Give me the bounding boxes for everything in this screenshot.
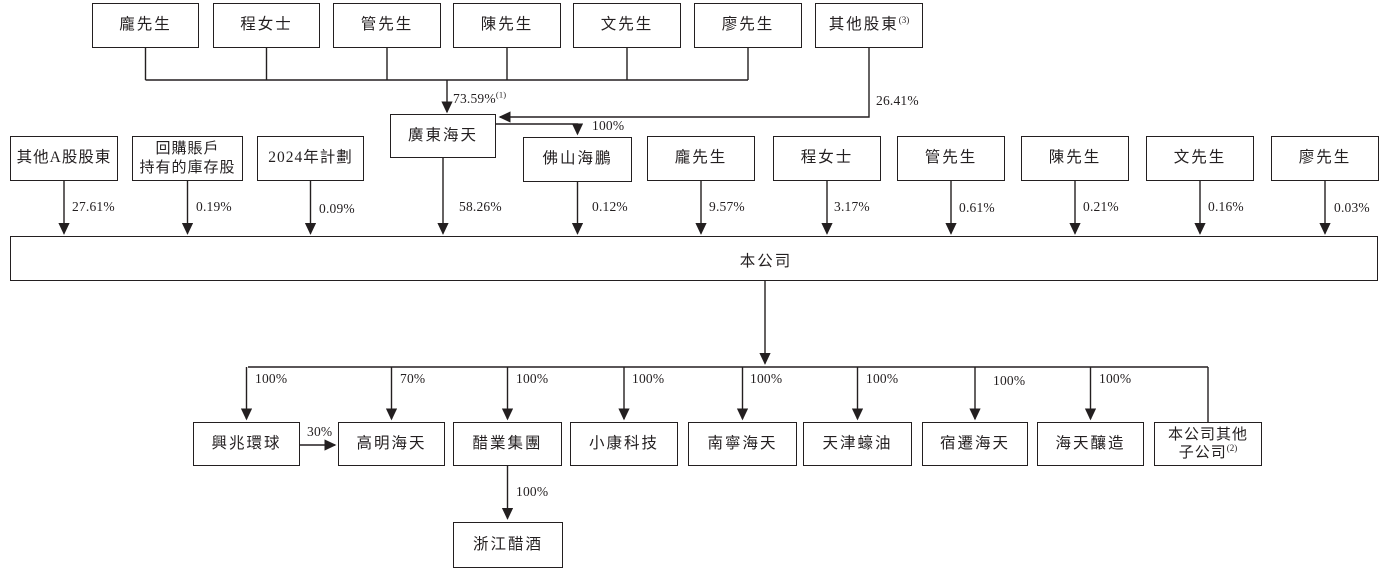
node-suqian-haitian: 宿遷海天: [922, 422, 1028, 466]
pct-2024-plan: 0.09%: [319, 201, 355, 216]
node-mr-wen: 文先生: [1146, 136, 1254, 181]
node-label: 興兆環球: [211, 434, 282, 452]
other-shareholders-to-guangdong: [498, 48, 870, 123]
node-label: 程女士: [240, 16, 293, 34]
node-label: 其他股東: [828, 16, 899, 34]
node-mr-wen-top: 文先生: [573, 3, 681, 48]
pct-xingzhao-to-gaoming: 30%: [307, 424, 333, 439]
pct-haitian-brewing: 100%: [1099, 371, 1132, 386]
pct-vinegar-group: 100%: [516, 371, 549, 386]
node-mr-liao: 廖先生: [1271, 136, 1379, 181]
node-label: 管先生: [924, 149, 978, 167]
node-label: 文先生: [1173, 149, 1227, 167]
node-foshan-haipeng: 佛山海鵬: [523, 137, 632, 182]
node-the-company: [10, 236, 1378, 281]
pct-suqian: 100%: [993, 373, 1026, 388]
node-2024-plan: 2024年計劃: [257, 136, 364, 181]
node-label: 文先生: [600, 16, 654, 34]
node-label: 天津蠔油: [822, 434, 893, 452]
pct-xiaokang: 100%: [632, 371, 665, 386]
node-repurchase-treasury: 回購賬戶持有的庫存股: [132, 136, 243, 181]
footnote-ref-2: (2): [1226, 443, 1238, 453]
pct-vinegar-to-zhejiang: 100%: [516, 484, 549, 499]
pct-guan: 0.61%: [959, 200, 995, 215]
pct-other-a: 27.61%: [72, 199, 115, 214]
node-label: 佛山海鵬: [542, 150, 613, 168]
footnote-ref-3: (3): [898, 14, 910, 25]
node-mr-pang-top: 龐先生: [92, 3, 199, 48]
node-gaoming-haitian: 高明海天: [338, 422, 445, 466]
node-label: 高明海天: [356, 434, 427, 452]
pct-tianjin: 100%: [866, 371, 899, 386]
node-mr-chen-top: 陳先生: [453, 3, 561, 48]
pct-cheng: 3.17%: [834, 199, 870, 214]
node-ms-cheng-top: 程女士: [213, 3, 320, 48]
guangdong-to-foshan: [496, 123, 584, 136]
node-label: 程女士: [800, 149, 854, 167]
node-label: 小康科技: [588, 434, 659, 452]
node-label: 2024年計劃: [268, 149, 353, 167]
node-label: 宿遷海天: [939, 434, 1010, 452]
node-other-subsidiaries: 本公司其他子公司(2): [1154, 422, 1262, 466]
node-xingzhao-global: 興兆環球: [193, 422, 300, 466]
top-shareholders-bus: [144, 48, 749, 114]
node-mr-pang: 龐先生: [647, 136, 755, 181]
node-label: 陳先生: [1048, 149, 1102, 167]
node-label: 海天釀造: [1055, 434, 1126, 452]
node-mr-guan: 管先生: [897, 136, 1005, 181]
node-ms-cheng: 程女士: [773, 136, 881, 181]
pct-gaoming: 70%: [400, 371, 426, 386]
node-xiaokang-tech: 小康科技: [570, 422, 678, 466]
node-mr-chen: 陳先生: [1021, 136, 1129, 181]
footnote-ref-1: (1): [495, 89, 507, 100]
node-label-line2: 持有的庫存股: [139, 159, 236, 176]
pct-founders-to-guangdong: 73.59%(1): [453, 89, 507, 106]
node-label: 其他A股股東: [16, 149, 112, 167]
mid-row-ownership-arrows: [58, 158, 1331, 235]
node-label: 龐先生: [119, 16, 172, 34]
node-other-a-shareholders: 其他A股股東: [10, 136, 118, 181]
node-label: 管先生: [360, 16, 414, 34]
node-label-line1: 本公司其他: [1167, 426, 1248, 443]
node-label-line1: 回購賬戶: [155, 141, 220, 158]
pct-xingzhao: 100%: [255, 371, 288, 386]
pct-repurchase: 0.19%: [196, 199, 232, 214]
pct-guangdong-to-foshan: 100%: [592, 118, 625, 133]
pct-nanning: 100%: [750, 371, 783, 386]
node-label-line2: 子公司: [1178, 445, 1227, 461]
node-label: 陳先生: [480, 16, 534, 34]
company-label: 本公司: [739, 253, 793, 270]
node-zhejiang-vinegar: 浙江醋酒: [453, 522, 563, 568]
node-guangdong-haitian: 廣東海天: [390, 114, 496, 158]
node-other-shareholders: 其他股東(3): [815, 3, 923, 48]
pct-wen: 0.16%: [1208, 199, 1244, 214]
node-label: 龐先生: [674, 149, 728, 167]
node-nanning-haitian: 南寧海天: [688, 422, 797, 466]
node-label: 廣東海天: [407, 126, 478, 144]
node-mr-liao-top: 廖先生: [694, 3, 802, 48]
pct-pang: 9.57%: [709, 199, 745, 214]
node-haitian-brewing: 海天釀造: [1037, 422, 1144, 466]
pct-guangdong: 58.26%: [459, 199, 502, 214]
node-label: 浙江醋酒: [472, 535, 543, 553]
pct-other-to-guangdong: 26.41%: [876, 93, 919, 108]
pct-foshan: 0.12%: [592, 199, 628, 214]
node-label: 醋業集團: [472, 434, 543, 452]
node-mr-guan-top: 管先生: [333, 3, 441, 48]
node-label: 廖先生: [721, 16, 775, 34]
pct-liao: 0.03%: [1334, 200, 1370, 215]
company-to-subsidiaries-bus: [240, 281, 1209, 422]
node-label: 南寧海天: [707, 434, 778, 452]
node-tianjin-oyster-sauce: 天津蠔油: [803, 422, 912, 466]
node-label: 廖先生: [1298, 149, 1352, 167]
node-vinegar-group: 醋業集團: [453, 422, 562, 466]
pct-chen: 0.21%: [1083, 199, 1119, 214]
